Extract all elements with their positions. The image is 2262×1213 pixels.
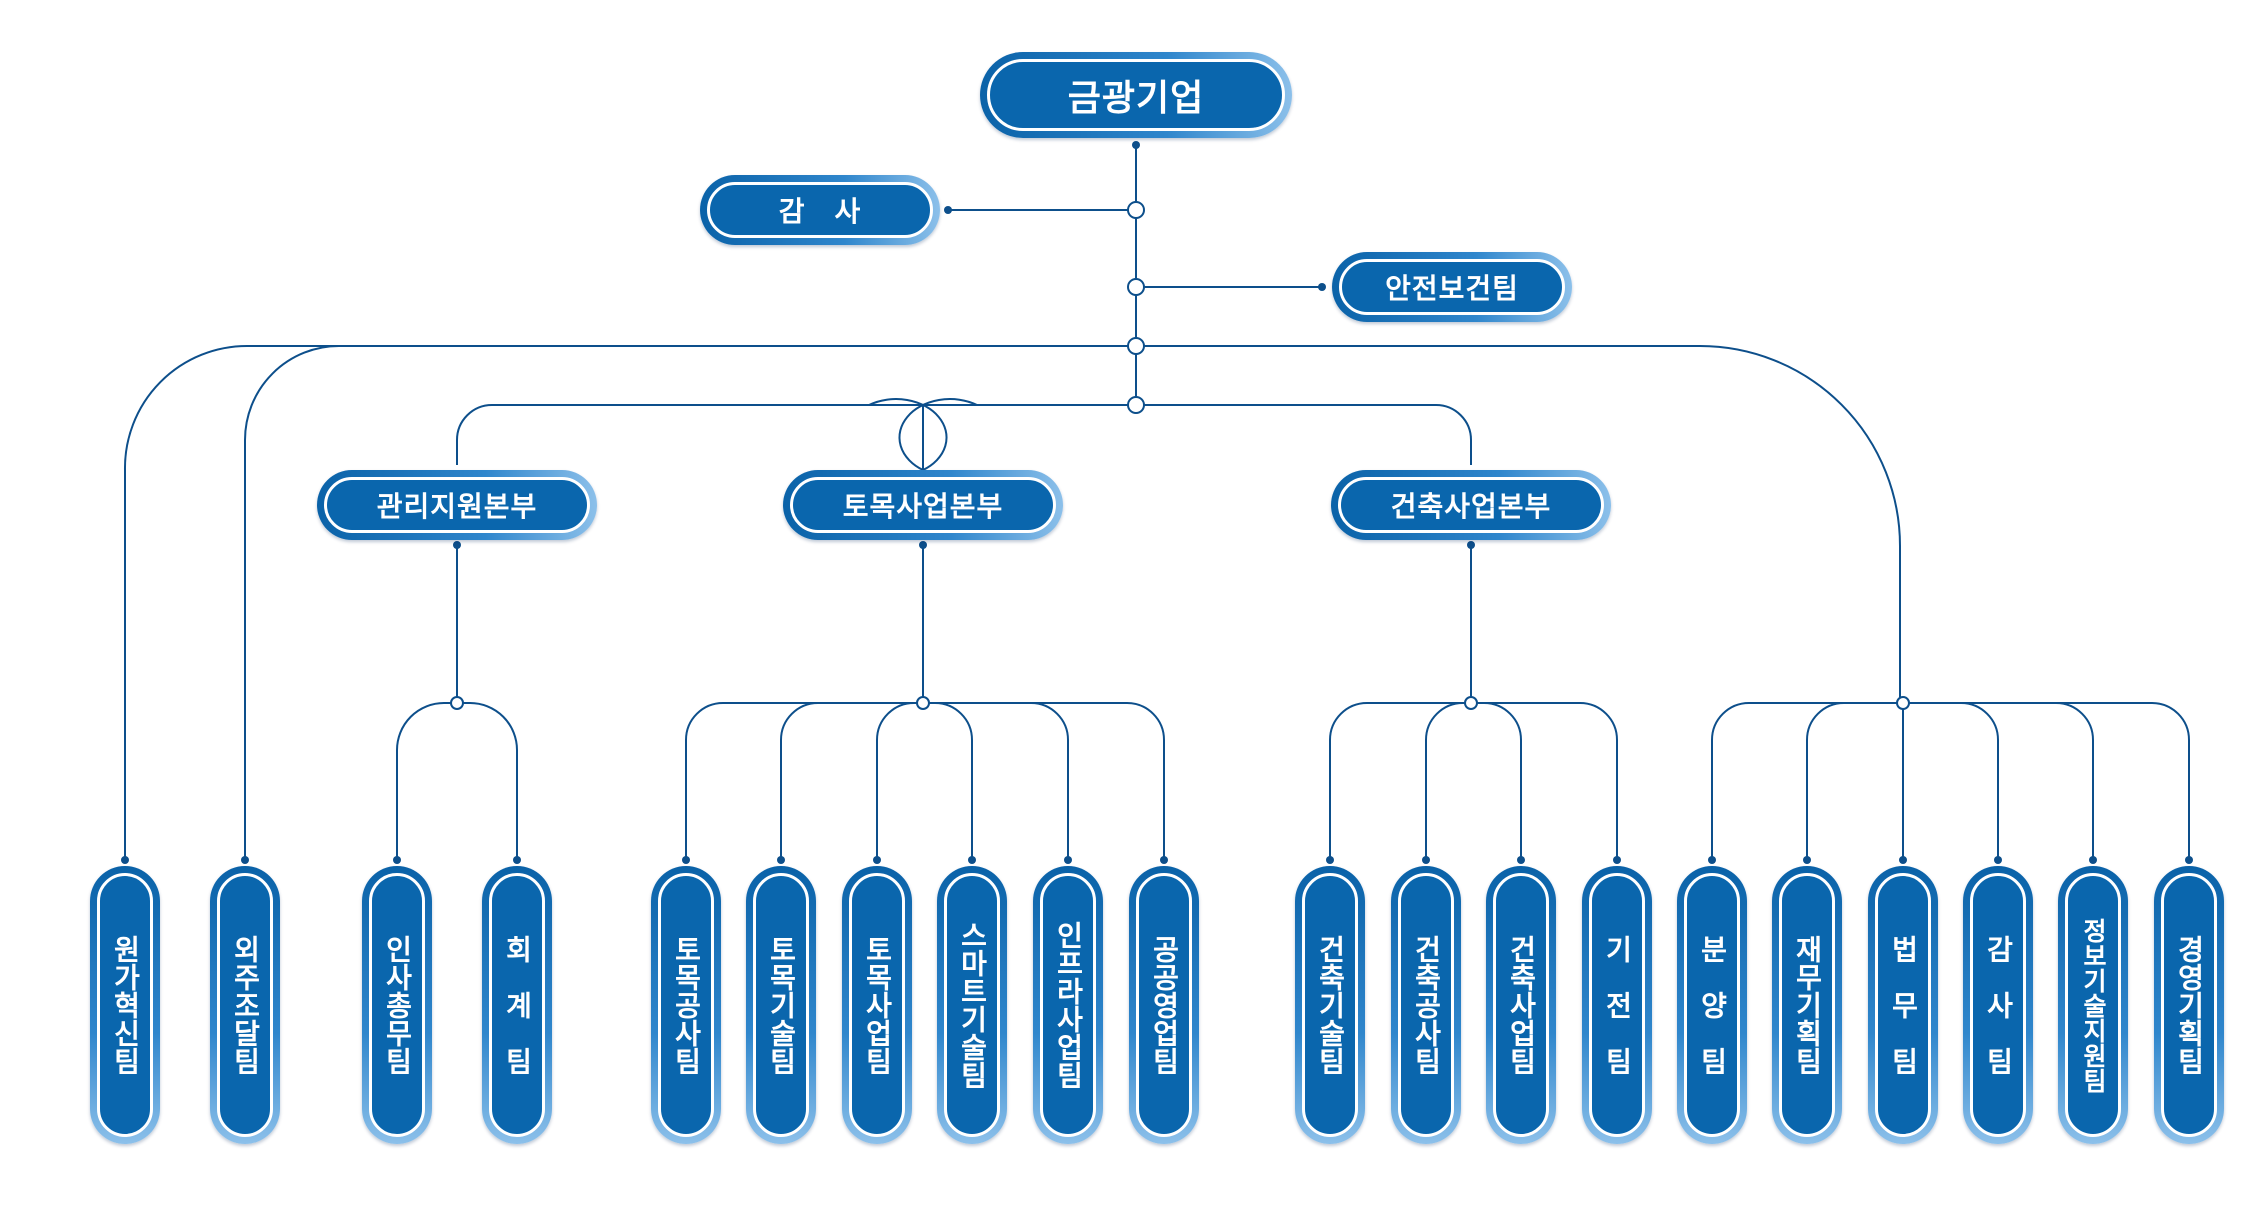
team-box: 토목기술팀 xyxy=(746,866,816,1144)
safety-label: 안전보건팀 xyxy=(1385,272,1519,305)
team-box: 기 전 팀 xyxy=(1582,866,1652,1144)
top-node: 금광기업 xyxy=(980,52,1292,138)
team-label: 토목사업팀 xyxy=(849,873,905,1137)
team-label: 토목기술팀 xyxy=(753,873,809,1137)
team-box: 공공영업팀 xyxy=(1129,866,1199,1144)
team-box: 분 양 팀 xyxy=(1677,866,1747,1144)
team-label: 재무기획팀 xyxy=(1779,873,1835,1137)
team-box: 건축공사팀 xyxy=(1391,866,1461,1144)
division-label: 토목사업본부 xyxy=(842,490,1004,523)
division-label: 관리지원본부 xyxy=(376,490,538,523)
team-label: 원가혁신팀 xyxy=(97,873,153,1137)
team-label: 정보기술지원팀 xyxy=(2065,873,2121,1137)
team-label: 인프라사업팀 xyxy=(1040,873,1096,1137)
team-label: 토목공사팀 xyxy=(658,873,714,1137)
team-label: 건축공사팀 xyxy=(1398,873,1454,1137)
team-box: 재무기획팀 xyxy=(1772,866,1842,1144)
team-box: 원가혁신팀 xyxy=(90,866,160,1144)
division-mgmt: 관리지원본부 xyxy=(317,470,597,540)
team-label: 회 계 팀 xyxy=(489,873,545,1137)
team-box: 정보기술지원팀 xyxy=(2058,866,2128,1144)
division-label: 건축사업본부 xyxy=(1390,490,1552,523)
team-label: 건축기술팀 xyxy=(1302,873,1358,1137)
team-box: 인사총무팀 xyxy=(362,866,432,1144)
team-box: 토목공사팀 xyxy=(651,866,721,1144)
team-box: 건축기술팀 xyxy=(1295,866,1365,1144)
team-label: 인사총무팀 xyxy=(369,873,425,1137)
audit-side-label: 감 사 xyxy=(778,195,862,228)
top-node-label: 금광기업 xyxy=(1067,78,1205,119)
team-box: 스마트기술팀 xyxy=(937,866,1007,1144)
team-box: 감 사 팀 xyxy=(1963,866,2033,1144)
team-box: 인프라사업팀 xyxy=(1033,866,1103,1144)
safety-node: 안전보건팀 xyxy=(1332,252,1572,322)
audit-side-node: 감 사 xyxy=(700,175,940,245)
team-label: 외주조달팀 xyxy=(217,873,273,1137)
team-box: 회 계 팀 xyxy=(482,866,552,1144)
team-box: 건축사업팀 xyxy=(1486,866,1556,1144)
team-box: 경영기획팀 xyxy=(2154,866,2224,1144)
team-label: 분 양 팀 xyxy=(1684,873,1740,1137)
team-label: 건축사업팀 xyxy=(1493,873,1549,1137)
team-label: 감 사 팀 xyxy=(1970,873,2026,1137)
team-label: 공공영업팀 xyxy=(1136,873,1192,1137)
team-box: 외주조달팀 xyxy=(210,866,280,1144)
team-label: 경영기획팀 xyxy=(2161,873,2217,1137)
division-civil: 토목사업본부 xyxy=(783,470,1063,540)
team-label: 기 전 팀 xyxy=(1589,873,1645,1137)
team-box: 법 무 팀 xyxy=(1868,866,1938,1144)
team-label: 스마트기술팀 xyxy=(944,873,1000,1137)
team-label: 법 무 팀 xyxy=(1875,873,1931,1137)
team-box: 토목사업팀 xyxy=(842,866,912,1144)
division-arch: 건축사업본부 xyxy=(1331,470,1611,540)
